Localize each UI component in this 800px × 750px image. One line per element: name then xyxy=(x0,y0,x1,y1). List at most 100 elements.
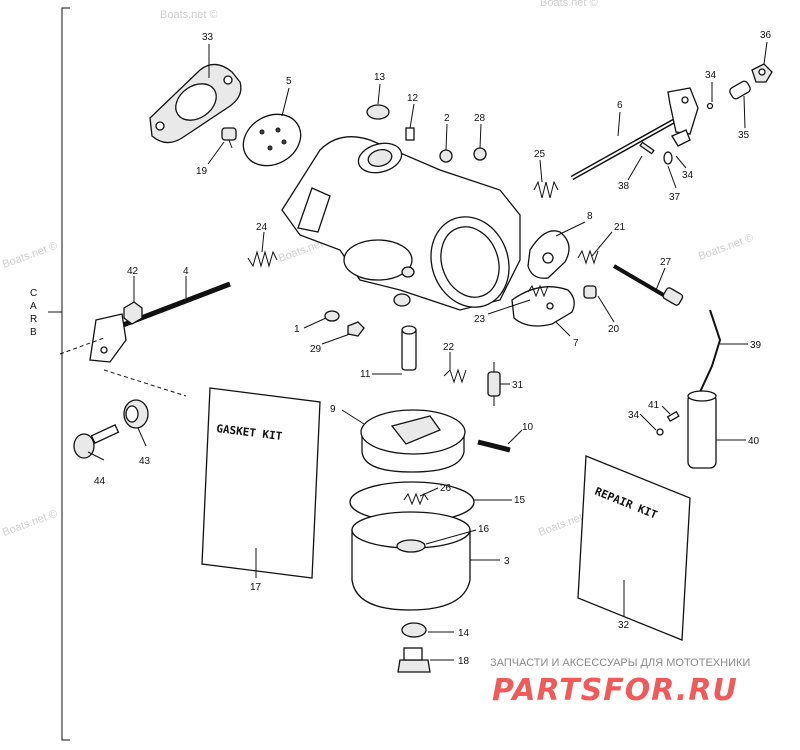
part-9-float xyxy=(360,409,466,473)
part-36-nut xyxy=(751,63,773,83)
part-19-screw xyxy=(221,127,237,149)
callout-43: 43 xyxy=(139,456,151,467)
part-18-drain-plug xyxy=(397,647,431,673)
part-11-nozzle xyxy=(401,325,417,371)
part-29-nut xyxy=(347,321,365,337)
callout-2: 2 xyxy=(444,113,450,124)
callout-38: 38 xyxy=(618,181,630,192)
part-44-screw xyxy=(73,424,120,459)
part-35-linkage xyxy=(706,80,751,110)
carb-label-b: B xyxy=(30,327,37,338)
callout-25: 25 xyxy=(534,149,546,160)
callout-6: 6 xyxy=(617,100,623,111)
callout-34: 34 xyxy=(682,170,694,181)
part-2-screw xyxy=(439,149,453,163)
part-28-screw xyxy=(473,147,487,161)
watermark: Boats.net © xyxy=(540,0,598,9)
leader-lines xyxy=(87,41,768,661)
callout-41: 41 xyxy=(648,400,660,411)
brand-logo: PARTSFOR.RU xyxy=(492,673,738,708)
part-23-spring xyxy=(527,284,549,298)
watermark: Boats.net © xyxy=(1,508,59,539)
callout-32: 32 xyxy=(618,620,630,631)
callout-35: 35 xyxy=(738,130,750,141)
callout-4: 4 xyxy=(183,266,189,277)
part-43-bushing xyxy=(123,399,149,429)
callout-1: 1 xyxy=(294,324,300,335)
callout-20: 20 xyxy=(608,324,620,335)
part-4-choke-shaft xyxy=(89,281,231,363)
part-7-plate xyxy=(511,286,575,327)
part-41-pin xyxy=(666,410,680,422)
watermark: Boats.net © xyxy=(1,240,59,271)
brand-watermark: ЗАПЧАСТИ И АКСЕССУАРЫ ДЛЯ МОТОТЕХНИКИ PA… xyxy=(490,657,750,708)
callout-7: 7 xyxy=(573,338,579,349)
callout-19: 19 xyxy=(196,166,208,177)
callout-29: 29 xyxy=(310,344,322,355)
callout-44: 44 xyxy=(94,476,106,487)
callout-42: 42 xyxy=(127,266,139,277)
callout-15: 15 xyxy=(514,495,526,506)
callout-28: 28 xyxy=(474,113,486,124)
watermark: Boats.net © xyxy=(160,9,218,21)
part-32-repair-kit: REPAIR KIT xyxy=(577,455,691,641)
carb-bracket: C A R B xyxy=(30,7,70,741)
carb-label-r: R xyxy=(30,314,37,325)
part-34-washer xyxy=(656,428,664,436)
part-12-jet xyxy=(405,127,415,141)
callout-numbers: 33 5 13 12 2 28 25 36 34 6 35 34 37 38 1… xyxy=(94,30,772,667)
dash-leaders xyxy=(59,337,187,397)
part-10-pin xyxy=(477,439,511,453)
part-25-spring xyxy=(533,180,559,199)
part-33-flange-gasket xyxy=(149,63,242,144)
callout-17: 17 xyxy=(250,582,262,593)
callout-10: 10 xyxy=(522,422,534,433)
part-20-screw xyxy=(583,285,597,299)
part-3-float-bowl xyxy=(351,511,471,611)
part-39-wire xyxy=(695,309,722,405)
part-27-mixture-needle xyxy=(612,264,684,306)
callout-31: 31 xyxy=(512,380,524,391)
callout-5: 5 xyxy=(286,76,292,87)
part-24-spring xyxy=(247,250,278,268)
carburetor-body xyxy=(281,136,521,311)
callout-9: 9 xyxy=(330,404,336,415)
brand-tagline: ЗАПЧАСТИ И АКСЕССУАРЫ ДЛЯ МОТОТЕХНИКИ xyxy=(490,657,750,669)
callout-12: 12 xyxy=(407,93,419,104)
carb-label-a: A xyxy=(30,301,37,312)
callout-39: 39 xyxy=(750,340,762,351)
callout-21: 21 xyxy=(614,222,626,233)
callout-23: 23 xyxy=(474,314,486,325)
callout-33: 33 xyxy=(202,32,214,43)
callout-40: 40 xyxy=(748,436,760,447)
carb-label-c: C xyxy=(30,288,37,299)
callout-37: 37 xyxy=(669,192,681,203)
callout-11: 11 xyxy=(360,369,371,380)
part-22-spring xyxy=(443,368,467,384)
callout-16: 16 xyxy=(478,524,490,535)
part-40-float-weight xyxy=(687,390,717,469)
part-1-washer xyxy=(324,310,340,322)
callout-27: 27 xyxy=(660,257,672,268)
callout-18: 18 xyxy=(458,656,470,667)
callout-34: 34 xyxy=(628,410,640,421)
part-6-throttle-shaft xyxy=(570,87,699,181)
part-34-clip xyxy=(671,129,691,147)
part-5-diaphragm xyxy=(242,113,302,167)
part-31-needle-valve xyxy=(487,362,501,406)
callout-22: 22 xyxy=(443,342,455,353)
watermark: Boats.net © xyxy=(697,232,755,263)
callout-14: 14 xyxy=(458,628,470,639)
callout-26: 26 xyxy=(440,483,452,494)
part-14-washer xyxy=(401,622,427,638)
callout-3: 3 xyxy=(504,556,510,567)
callout-34: 34 xyxy=(705,70,717,81)
part-13-plug xyxy=(366,104,390,120)
callout-36: 36 xyxy=(760,30,772,41)
part-17-gasket-kit: GASKET KIT xyxy=(201,387,321,579)
callout-8: 8 xyxy=(587,211,593,222)
part-37-washer xyxy=(663,151,673,165)
part-8-lever xyxy=(527,230,570,279)
callout-13: 13 xyxy=(374,72,386,83)
